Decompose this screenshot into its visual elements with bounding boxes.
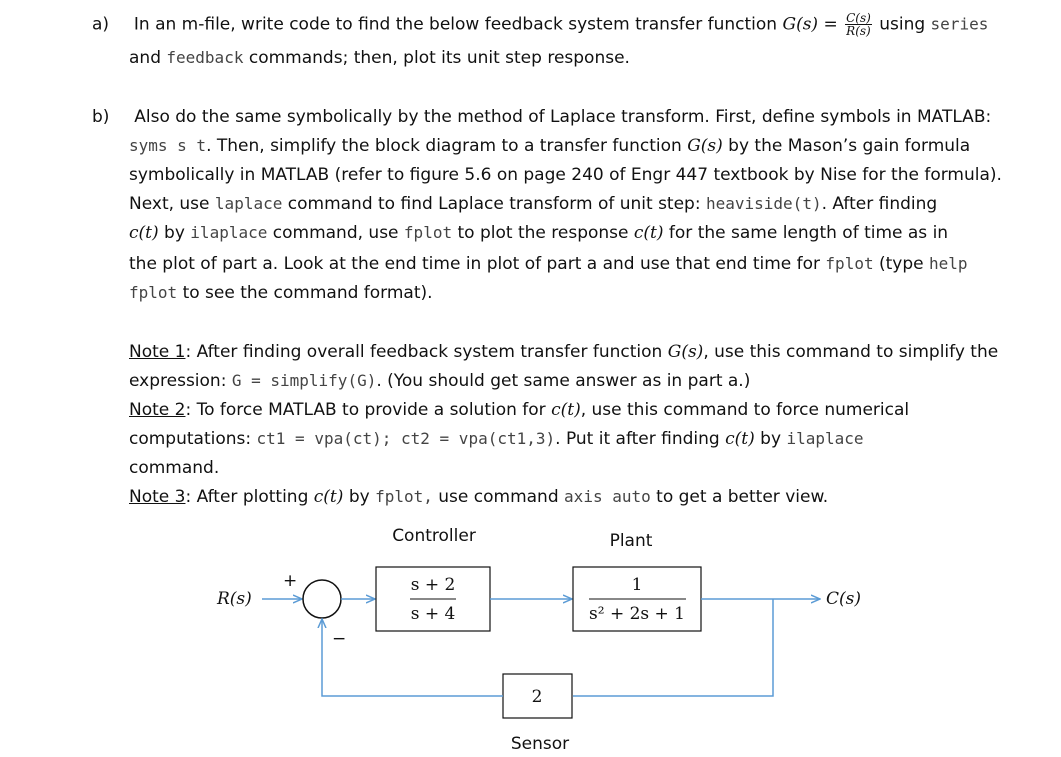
plus-sign: + xyxy=(283,571,297,591)
part-b-line-6: the plot of part a. Look at the end time… xyxy=(129,254,968,274)
note-1-text-c: expression: xyxy=(129,371,227,391)
fplot-command-2: fplot xyxy=(825,254,874,273)
and-word: and xyxy=(129,48,161,68)
part-b-line-4: Next, use laplace command to find Laplac… xyxy=(129,194,937,214)
ilaplace-command: ilaplace xyxy=(190,223,268,242)
part-b-line-2: syms s t. Then, simplify the block diagr… xyxy=(129,136,970,156)
laplace-command: laplace xyxy=(214,194,283,213)
using-word: using xyxy=(879,14,926,35)
part-b-text-7: to see the command format). xyxy=(182,283,433,303)
output-label: C(s) xyxy=(826,589,861,609)
note-3-text-d: to get a better view. xyxy=(656,487,829,507)
ct-symbol-2: c(t) xyxy=(633,223,664,243)
note-3-text-a: : After plotting xyxy=(185,487,309,507)
series-command: series xyxy=(930,14,989,34)
part-b-text-5b: command, use xyxy=(272,223,399,243)
plant-denominator: s² + 2s + 1 xyxy=(589,604,685,624)
note-1-line-2: expression: G = simplify(G). (You should… xyxy=(129,371,750,391)
part-b-text-4c: . After finding xyxy=(821,194,938,214)
transfer-function-symbol: G(s) = xyxy=(782,14,838,35)
summing-junction xyxy=(302,579,342,619)
feedback-command: feedback xyxy=(166,48,244,67)
note-2-ct: c(t) xyxy=(551,400,581,420)
part-b-text-1: Also do the same symbolically by the met… xyxy=(134,107,992,127)
ilaplace-command-2: ilaplace xyxy=(786,429,864,448)
note-3-text-b: by xyxy=(348,487,370,507)
note-2-text-e: by xyxy=(760,429,782,449)
part-b-line-1: b) Also do the same symbolically by the … xyxy=(92,107,991,127)
part-b-line-7: fplot to see the command format). xyxy=(129,283,433,303)
plant-label: Plant xyxy=(610,531,653,551)
help-command: help xyxy=(929,254,968,273)
fplot-command-3: fplot xyxy=(129,283,178,302)
vpa-command: ct1 = vpa(ct); ct2 = vpa(ct1,3) xyxy=(256,429,556,448)
fraction-numerator: C(s) xyxy=(845,11,872,25)
note-2-line-2: computations: ct1 = vpa(ct); ct2 = vpa(c… xyxy=(129,429,864,449)
part-b-text-6a: the plot of part a. Look at the end time… xyxy=(129,254,821,274)
controller-denominator: s + 4 xyxy=(411,604,456,624)
minus-sign: − xyxy=(332,629,346,649)
note-3-text-c: use command xyxy=(438,487,559,507)
feedback-wire-right xyxy=(573,599,774,697)
part-b-text-5a: by xyxy=(164,223,185,243)
note-1-text-b: , use this command to simplify the xyxy=(703,342,999,362)
note-3-line-1: Note 3: After plotting c(t) by fplot, us… xyxy=(129,487,828,507)
part-b-marker: b) xyxy=(92,107,110,127)
ct-symbol: c(t) xyxy=(129,223,159,243)
axis-auto-command: axis auto xyxy=(564,487,651,506)
note-2-text-a: : To force MATLAB to provide a solution … xyxy=(185,400,546,420)
controller-label: Controller xyxy=(392,526,476,546)
part-a-line-2-text: commands; then, plot its unit step respo… xyxy=(248,48,630,68)
note-2-label: Note 2 xyxy=(129,400,186,420)
part-b-text-5d: for the same length of time as in xyxy=(668,223,949,243)
note-3-label: Note 3 xyxy=(129,487,186,507)
note-2-text-b: , use this command to force numerical xyxy=(580,400,910,420)
part-b-text-4a: Next, use xyxy=(129,194,210,214)
note-2-ct-2: c(t) xyxy=(725,429,755,449)
input-label: R(s) xyxy=(216,589,252,609)
note-2-text-c: computations: xyxy=(129,429,252,449)
part-b-line-5: c(t) by ilaplace command, use fplot to p… xyxy=(129,223,948,243)
note-1-text-a: : After finding overall feedback system … xyxy=(185,342,663,362)
part-b-text-6b: (type xyxy=(879,254,924,274)
note-2-line-1: Note 2: To force MATLAB to provide a sol… xyxy=(129,400,909,420)
part-b-text-4b: command to find Laplace transform of uni… xyxy=(287,194,701,214)
sensor-gain: 2 xyxy=(532,687,543,707)
note-1-gs: G(s) xyxy=(667,342,704,362)
part-a-text: In an m-file, write code to find the bel… xyxy=(133,14,778,35)
feedback-wire-left xyxy=(322,619,503,697)
part-b-text-5c: to plot the response xyxy=(457,223,629,243)
part-a-marker: a) xyxy=(92,14,110,35)
part-b-text-2: . Then, simplify the block diagram to a … xyxy=(206,136,682,156)
fplot-command: fplot xyxy=(403,223,453,242)
part-a-line-2: and feedback commands; then, plot its un… xyxy=(129,48,630,68)
plant-numerator: 1 xyxy=(632,575,643,595)
part-a-line-1: a) In an m-file, write code to find the … xyxy=(92,12,988,37)
controller-numerator: s + 2 xyxy=(411,575,456,595)
gs-symbol: G(s) xyxy=(687,136,723,156)
fraction-denominator: R(s) xyxy=(846,24,871,38)
sensor-label: Sensor xyxy=(511,734,569,754)
note-2-text-f: command. xyxy=(129,458,220,478)
part-b-text-2b: by the Mason’s gain formula xyxy=(728,136,971,156)
note-1-line-1: Note 1: After finding overall feedback s… xyxy=(129,342,998,362)
note-3-ct: c(t) xyxy=(313,487,344,507)
fplot-command-4: fplot, xyxy=(375,487,433,506)
part-b-line-3: symbolically in MATLAB (refer to figure … xyxy=(129,165,1002,185)
part-b-text-3: symbolically in MATLAB (refer to figure … xyxy=(129,165,1002,185)
note-1-label: Note 1 xyxy=(129,342,186,362)
heaviside-command: heaviside(t) xyxy=(705,194,822,213)
note-1-text-d: . (You should get same answer as in part… xyxy=(376,371,751,391)
note-2-line-3: command. xyxy=(129,458,219,478)
note-2-text-d: . Put it after finding xyxy=(555,429,720,449)
syms-command: syms s t xyxy=(129,136,207,155)
block-diagram: Controller Plant R(s) + − s + 2 s + 4 1 … xyxy=(216,526,861,754)
transfer-function-fraction: C(s) R(s) xyxy=(845,12,872,37)
simplify-command: G = simplify(G) xyxy=(231,371,377,390)
sensor-block xyxy=(502,673,573,719)
